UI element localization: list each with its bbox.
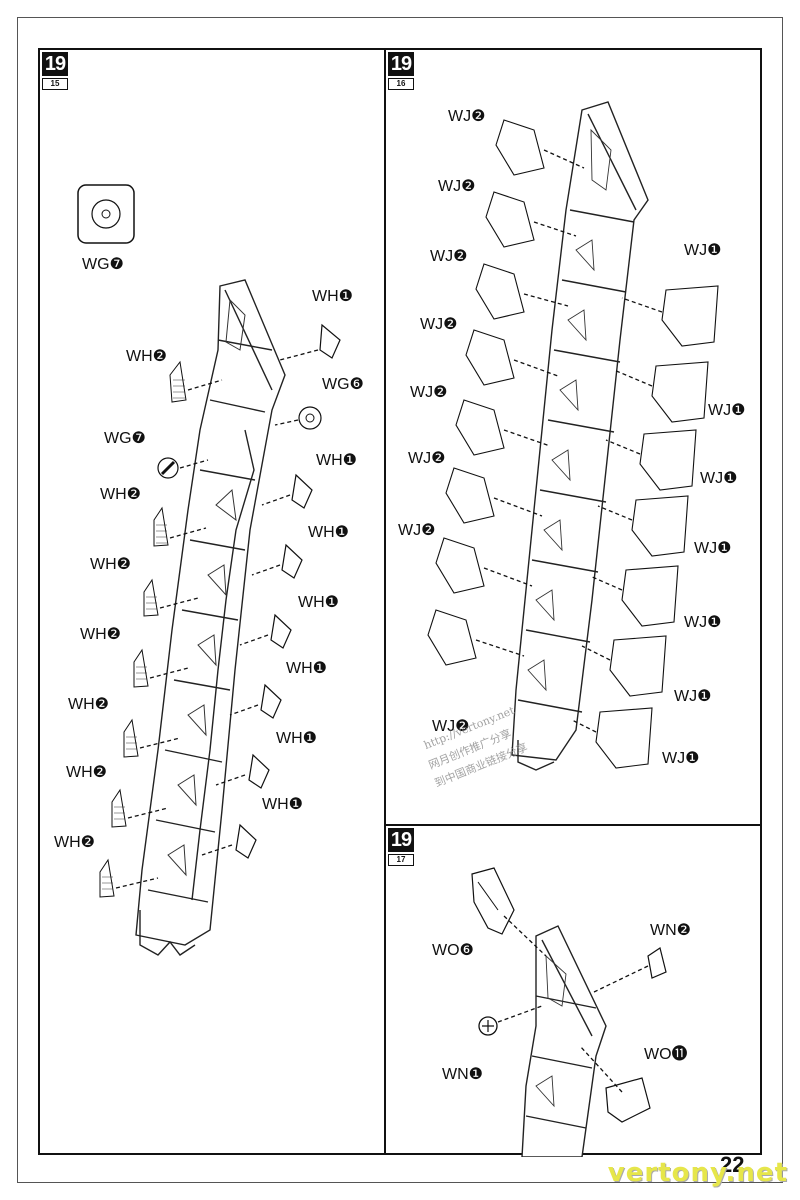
step-panel-16: 19 16 bbox=[384, 48, 762, 826]
part-label-wj1: WJ❶ bbox=[684, 242, 722, 259]
part-label-wj2: WJ❷ bbox=[448, 108, 486, 125]
page-number: 22 bbox=[720, 1152, 745, 1177]
part-label-wj1: WJ❶ bbox=[708, 402, 746, 419]
part-label-wj1: WJ❶ bbox=[684, 614, 722, 631]
part-label-wh2: WH❷ bbox=[54, 834, 95, 851]
part-label-wo6: WO❻ bbox=[432, 942, 474, 959]
part-label-wj1: WJ❶ bbox=[674, 688, 712, 705]
step-number: 19 bbox=[388, 828, 414, 852]
part-label-wg7: WG❼ bbox=[82, 256, 124, 273]
part-label-wh1: WH❶ bbox=[316, 452, 357, 469]
part-label-wo11: WO⓫ bbox=[644, 1046, 688, 1063]
step-badge: 19 15 bbox=[42, 52, 68, 90]
sub-step-number: 17 bbox=[388, 854, 414, 866]
step-panel-17: 19 17 WO❻ WN❷ WO⓫ WN❶ bbox=[384, 824, 762, 1157]
part-label-wh1: WH❶ bbox=[298, 594, 339, 611]
part-label-wh1: WH❶ bbox=[312, 288, 353, 305]
part-label-wh1: WH❶ bbox=[308, 524, 349, 541]
part-label-wh1: WH❶ bbox=[262, 796, 303, 813]
part-label-wh2: WH❷ bbox=[80, 626, 121, 643]
part-label-wh1: WH❶ bbox=[276, 730, 317, 747]
part-label-wh2: WH❷ bbox=[66, 764, 107, 781]
step-badge: 19 17 bbox=[388, 828, 414, 866]
sub-step-number: 16 bbox=[388, 78, 414, 90]
part-label-wj1: WJ❶ bbox=[694, 540, 732, 557]
part-label-wj2: WJ❷ bbox=[398, 522, 436, 539]
part-label-wj1: WJ❶ bbox=[662, 750, 700, 767]
part-label-wj2: WJ❷ bbox=[432, 718, 470, 735]
step-number: 19 bbox=[42, 52, 68, 76]
page-frame bbox=[17, 17, 783, 1183]
part-label-wh2: WH❷ bbox=[90, 556, 131, 573]
part-label-wj2: WJ❷ bbox=[410, 384, 448, 401]
part-label-wn2: WN❷ bbox=[650, 922, 691, 939]
part-label-wh2: WH❷ bbox=[126, 348, 167, 365]
step-badge: 19 16 bbox=[388, 52, 414, 90]
part-label-wh1: WH❶ bbox=[286, 660, 327, 677]
part-label-wj2: WJ❷ bbox=[420, 316, 458, 333]
part-label-wj1: WJ❶ bbox=[700, 470, 738, 487]
step-number: 19 bbox=[388, 52, 414, 76]
part-label-wj2: WJ❷ bbox=[408, 450, 446, 467]
part-label-wj2: WJ❷ bbox=[430, 248, 468, 265]
part-label-wh2: WH❷ bbox=[100, 486, 141, 503]
part-label-wg7: WG❼ bbox=[104, 430, 146, 447]
part-label-wh2: WH❷ bbox=[68, 696, 109, 713]
assembly-diagram-17 bbox=[471, 867, 667, 1157]
part-label-wj2: WJ❷ bbox=[438, 178, 476, 195]
part-label-wn1: WN❶ bbox=[442, 1066, 483, 1083]
sub-step-number: 15 bbox=[42, 78, 68, 90]
part-label-wg6: WG❻ bbox=[322, 376, 364, 393]
step-panel-15: 19 15 bbox=[38, 48, 386, 1155]
assembly-diagram-16 bbox=[427, 101, 719, 771]
site-watermark: vertony.net bbox=[607, 1158, 788, 1188]
